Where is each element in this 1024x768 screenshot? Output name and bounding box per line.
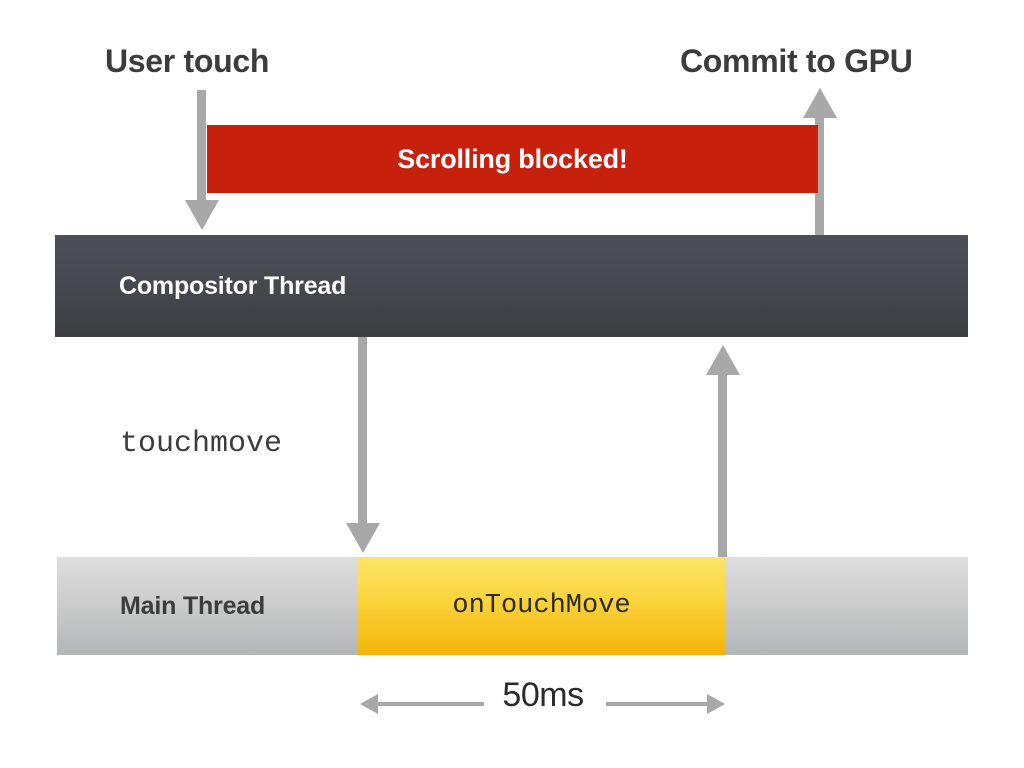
ontouchmove-handler-block: onTouchMove [358, 557, 725, 655]
ontouchmove-handler-label: onTouchMove [452, 591, 631, 621]
duration-measurement: 50ms [360, 676, 725, 728]
user-touch-arrow-down-icon [185, 200, 219, 230]
commit-to-gpu-label: Commit to GPU [680, 43, 913, 79]
main-thread-label: Main Thread [120, 592, 266, 620]
touchmove-arrow-down-icon [346, 523, 380, 553]
compositor-thread-bar: Compositor Thread [55, 235, 968, 337]
handler-return-arrow-up-icon [706, 345, 740, 375]
duration-label: 50ms [502, 676, 584, 714]
compositor-thread-label: Compositor Thread [119, 271, 347, 300]
user-touch-arrow-shaft [197, 90, 206, 202]
user-touch-label: User touch [105, 43, 270, 79]
measure-line-right [606, 702, 709, 706]
scrolling-blocked-bar: Scrolling blocked! [207, 125, 818, 193]
commit-to-gpu-arrow-shaft [815, 118, 824, 236]
touchmove-arrow-shaft [358, 337, 367, 525]
commit-to-gpu-arrow-up-icon [803, 88, 837, 118]
measure-line-left [376, 702, 484, 706]
measure-arrow-left-icon [360, 694, 378, 714]
handler-return-arrow-shaft [718, 374, 727, 558]
scrolling-blocked-label: Scrolling blocked! [397, 143, 628, 174]
measure-arrow-right-icon [707, 694, 725, 714]
touchmove-event-label: touchmove [120, 427, 283, 461]
